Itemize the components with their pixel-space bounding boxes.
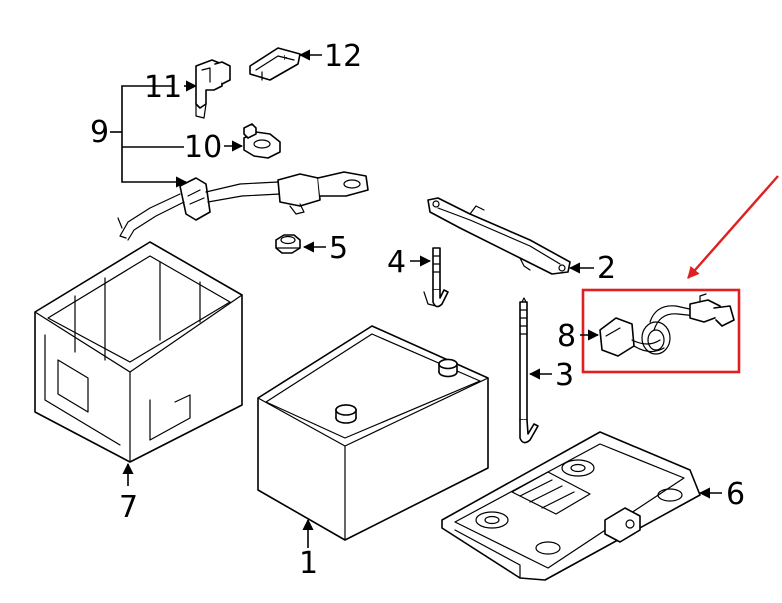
battery-illustration	[257, 325, 489, 541]
callout-9: 9	[90, 115, 109, 150]
long-rod-illustration	[519, 297, 539, 444]
short-rod-illustration	[423, 247, 449, 308]
callout-10: 10	[184, 130, 222, 165]
hold-down-bracket-illustration	[427, 197, 571, 275]
callout-12: 12	[324, 39, 362, 74]
terminal-nut-illustration	[243, 123, 281, 159]
leader-lines	[110, 49, 722, 548]
callout-11: 11	[144, 70, 182, 105]
callout-labels: 1 2 3 4 5 6 7 8 9 10 11 12	[90, 39, 745, 581]
callout-7: 7	[119, 490, 138, 525]
highlight-arrow	[687, 175, 779, 279]
callout-4: 4	[387, 245, 406, 280]
battery-tray-illustration	[441, 431, 701, 581]
callout-2: 2	[597, 251, 616, 286]
sensor-harness-illustration	[599, 293, 735, 357]
battery-cover-illustration	[34, 241, 243, 463]
callout-5: 5	[329, 231, 348, 266]
terminal-cover-illustration: +	[249, 47, 301, 81]
positive-terminal-illustration	[195, 59, 231, 119]
callout-6: 6	[726, 477, 745, 512]
callout-8: 8	[557, 319, 576, 354]
callout-1: 1	[299, 546, 318, 581]
highlight-box	[581, 288, 741, 374]
cable-assembly-illustration	[117, 171, 369, 241]
nut-illustration	[275, 234, 301, 254]
leader-9-bracket	[121, 85, 188, 188]
svg-text:+: +	[281, 53, 288, 62]
callout-3: 3	[555, 358, 574, 393]
